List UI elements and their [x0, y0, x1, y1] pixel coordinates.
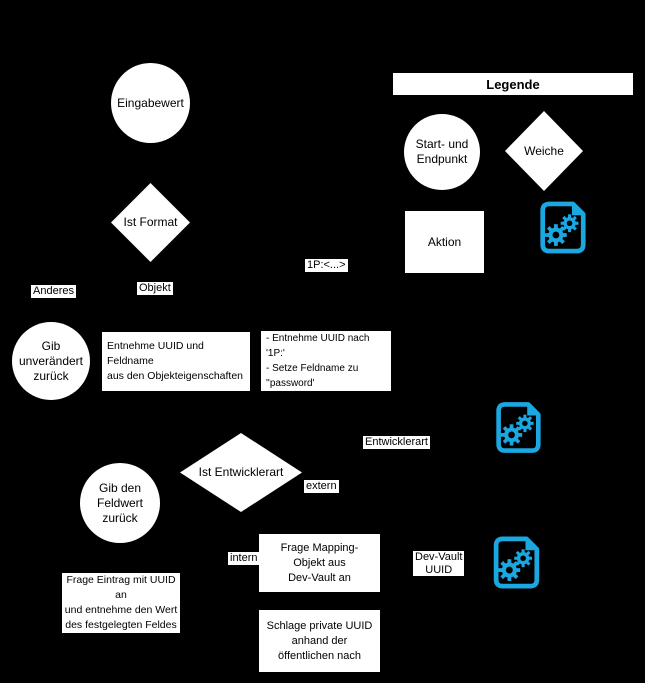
- node-eingabewert: Eingabewert: [111, 63, 190, 143]
- gear-file-icon: [490, 536, 542, 589]
- edge-label-anderes: Anderes: [31, 285, 76, 298]
- node-gib-unveraendert-line2: unverändert: [18, 353, 84, 368]
- legend-weiche: Weiche: [505, 111, 583, 191]
- node-gib-unveraendert-line3: zurück: [33, 368, 69, 383]
- node-gib-unveraendert-line1: Gib: [41, 338, 61, 353]
- node-frage-eintrag-line2: und entnehme den Wert: [64, 604, 178, 616]
- node-frage-mapping-line1: Frage Mapping-: [280, 541, 359, 554]
- node-eingabewert-label: Eingabewert: [117, 95, 184, 110]
- edge-label-extern: extern: [304, 480, 339, 493]
- node-frage-eintrag-line1: Frage Eintrag mit UUID an: [66, 574, 176, 601]
- node-entnehme-uuid-line1: Entnehme UUID und Feldname: [107, 340, 204, 367]
- node-gib-feldwert-line2: Feldwert: [96, 495, 143, 510]
- edge-label-intern: intern: [228, 552, 260, 565]
- edge-label-objekt: Objekt: [137, 282, 173, 295]
- node-frage-mapping-line3: Dev-Vault an: [288, 571, 351, 584]
- legend-start-endpunkt-line1: Start- und: [415, 137, 469, 151]
- node-entnehme-uuid-line2: aus den Objekteigenschaften: [107, 370, 244, 382]
- node-entnehme-1p-line3: ''password': [266, 378, 315, 389]
- node-frage-mapping-line2: Objekt aus: [293, 556, 346, 569]
- node-frage-mapping: Frage Mapping- Objekt aus Dev-Vault an: [259, 534, 380, 592]
- legend-aktion-label: Aktion: [427, 234, 462, 249]
- node-gib-unveraendert: Gib unverändert zurück: [12, 322, 90, 400]
- node-schlage-private-line2: anhand der: [291, 634, 348, 647]
- node-gib-feldwert-line3: zurück: [102, 510, 138, 525]
- edge-label-devvault-line1: Dev-Vault: [415, 551, 463, 563]
- node-schlage-private-line3: öffentlichen nach: [278, 649, 361, 662]
- legend-start-endpunkt: Start- und Endpunkt: [404, 114, 480, 190]
- node-gib-feldwert: Gib den Feldwert zurück: [80, 463, 160, 543]
- node-entnehme-1p: - Entnehme UUID nach '1P:' - Setze Feldn…: [261, 331, 391, 391]
- edge-label-entwicklerart: Entwicklerart: [363, 436, 430, 449]
- node-schlage-private: Schlage private UUID anhand der öffentli…: [259, 610, 380, 672]
- edge-label-devvault-uuid: Dev-Vault UUID: [413, 551, 465, 576]
- legend-title-text: Legende: [486, 76, 540, 92]
- legend-title: Legende: [393, 73, 633, 95]
- node-ist-format: Ist Format: [111, 183, 190, 262]
- legend-aktion: Aktion: [405, 211, 484, 273]
- node-frage-eintrag-line3: des festgelegten Feldes: [65, 619, 177, 631]
- node-ist-entwicklerart-label: Ist Entwicklerart: [198, 465, 284, 479]
- gear-file-icon: [538, 200, 587, 255]
- legend-weiche-label: Weiche: [524, 143, 564, 158]
- node-ist-format-label: Ist Format: [123, 215, 178, 229]
- node-ist-entwicklerart: Ist Entwicklerart: [180, 433, 302, 512]
- node-frage-eintrag: Frage Eintrag mit UUID an und entnehme d…: [62, 573, 180, 633]
- edge-label-1p-format: 1P:<...>: [305, 259, 348, 272]
- node-entnehme-uuid: Entnehme UUID und Feldname aus den Objek…: [102, 332, 250, 391]
- node-entnehme-1p-line2: - Setze Feldname zu: [266, 363, 359, 374]
- legend-start-endpunkt-line2: Endpunkt: [416, 152, 468, 166]
- node-schlage-private-line1: Schlage private UUID: [266, 619, 373, 632]
- node-gib-feldwert-line1: Gib den: [98, 480, 142, 495]
- gear-file-icon: [494, 400, 542, 455]
- node-entnehme-1p-line1: - Entnehme UUID nach '1P:': [266, 333, 370, 359]
- edge-label-devvault-line2: UUID: [425, 563, 453, 576]
